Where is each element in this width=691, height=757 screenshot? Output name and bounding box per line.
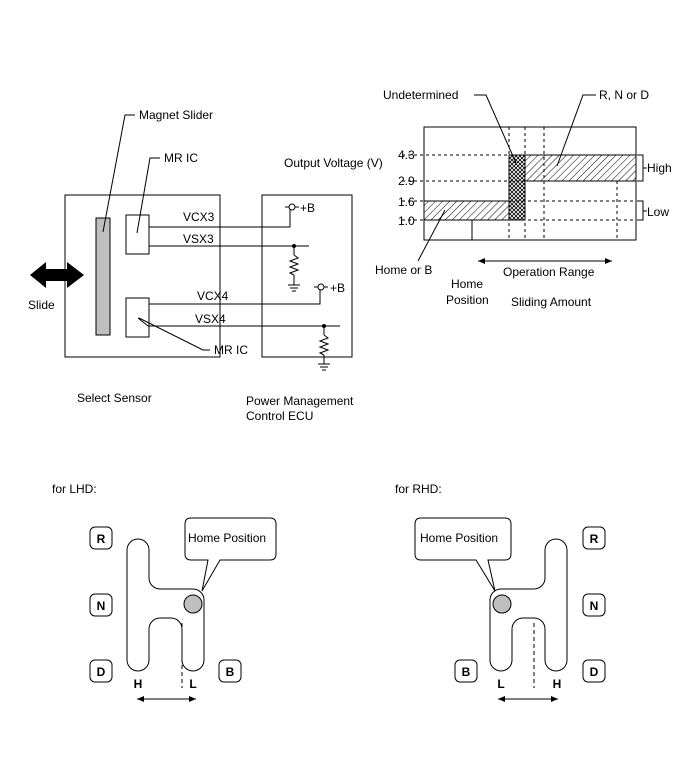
lhd-key-r: R <box>89 526 113 550</box>
rhd-h-label: H <box>553 677 562 691</box>
low-label: Low <box>647 205 669 219</box>
resistor-ground-1-icon <box>288 244 300 292</box>
magnet-slider-leader <box>102 114 135 233</box>
signal-vsx4: VSX4 <box>195 312 226 326</box>
undetermined-label: Undetermined <box>383 88 458 102</box>
lhd-key-b: B <box>218 659 242 683</box>
lhd-callout-text: Home Position <box>188 531 266 545</box>
rhd-callout <box>414 517 512 592</box>
rnd-leader <box>556 94 596 167</box>
svg-text:B: B <box>226 665 235 679</box>
y-tick-43: 4.3 <box>398 148 415 162</box>
magnet-slider-label: Magnet Slider <box>139 108 213 122</box>
rhd-home-knob <box>492 594 512 614</box>
rhd-callout-text: Home Position <box>420 531 498 545</box>
lhd-key-d: D <box>89 659 113 683</box>
y-tick-29: 2.9 <box>398 174 415 188</box>
low-band <box>423 200 510 221</box>
y-tick-10: 1.0 <box>398 214 415 228</box>
home-position-line2: Position <box>446 293 489 307</box>
svg-text:B: B <box>462 665 471 679</box>
magnet-slider <box>95 217 111 336</box>
home-b-leader <box>417 209 446 262</box>
svg-text:R: R <box>97 532 106 546</box>
wire-vsx4 <box>137 317 340 327</box>
slide-label: Slide <box>28 298 55 312</box>
supply-label-2: +B <box>330 281 345 295</box>
supply-terminal-1-icon <box>288 203 296 211</box>
lhd-shift-diagram: for LHD: Home Position R N D B H L <box>52 482 277 702</box>
ecu-label-line2: Control ECU <box>246 409 313 423</box>
rnd-label: R, N or D <box>599 88 649 102</box>
rhd-key-n: N <box>582 593 606 617</box>
signal-vcx3: VCX3 <box>183 210 215 224</box>
svg-text:D: D <box>590 665 599 679</box>
lhd-l-label: L <box>189 677 196 691</box>
mr-ic-top-label: MR IC <box>164 151 198 165</box>
mr-ic-bottom-label: MR IC <box>214 343 248 357</box>
svg-text:R: R <box>590 532 599 546</box>
rhd-gate-outline <box>489 538 568 672</box>
home-position-line1: Home <box>451 277 483 291</box>
svg-text:N: N <box>97 599 106 613</box>
low-brace <box>637 200 647 221</box>
ecu-box <box>261 194 353 358</box>
high-brace <box>637 154 647 182</box>
rhd-l-label: L <box>497 677 504 691</box>
supply-terminal-2-icon <box>317 283 325 291</box>
lhd-home-knob <box>183 594 203 614</box>
mr-ic-bottom <box>125 297 150 338</box>
lhd-h-label: H <box>134 677 143 691</box>
high-band <box>524 154 637 182</box>
rhd-key-b: B <box>454 659 478 683</box>
rhd-shift-diagram: for RHD: Home Position R N B D L H <box>395 482 606 702</box>
output-voltage-graph: Output Voltage (V) 4.3 2.9 1.6 1.0 Undet… <box>284 88 672 309</box>
svg-text:N: N <box>590 599 599 613</box>
resistor-ground-2-icon <box>318 324 330 371</box>
select-sensor-label: Select Sensor <box>77 391 152 405</box>
select-sensor-section: Magnet Slider MR IC MR IC Slide Select S… <box>28 108 248 405</box>
mr-ic-top-leader <box>136 157 160 234</box>
operation-range-label: Operation Range <box>503 265 595 279</box>
graph-frame <box>423 126 637 241</box>
lhd-title: for LHD: <box>52 482 97 496</box>
wire-vcx4 <box>149 288 321 305</box>
signal-vsx3: VSX3 <box>183 232 214 246</box>
lhd-gate-outline <box>126 538 205 672</box>
ecu-section: VCX3 VSX3 VCX4 VSX4 +B +B <box>137 194 354 423</box>
mr-ic-bottom-leader <box>138 317 210 351</box>
lhd-key-n: N <box>89 593 113 617</box>
y-tick-16: 1.6 <box>398 195 415 209</box>
svg-text:D: D <box>97 665 106 679</box>
rhd-title: for RHD: <box>395 482 442 496</box>
mr-ic-top <box>125 214 150 255</box>
rhd-key-r: R <box>582 526 606 550</box>
home-b-label: Home or B <box>375 263 432 277</box>
undetermined-leader <box>474 94 517 164</box>
slide-arrow-icon <box>30 262 84 288</box>
lhd-callout <box>184 517 277 592</box>
rhd-key-d: D <box>582 659 606 683</box>
ecu-label-line1: Power Management <box>246 394 354 408</box>
signal-vcx4: VCX4 <box>197 289 229 303</box>
undetermined-band <box>508 154 526 221</box>
y-axis-title: Output Voltage (V) <box>284 156 383 170</box>
wire-vcx3 <box>149 209 291 228</box>
sliding-amount-label: Sliding Amount <box>511 295 592 309</box>
high-label: High <box>647 161 672 175</box>
supply-label-1: +B <box>300 201 315 215</box>
